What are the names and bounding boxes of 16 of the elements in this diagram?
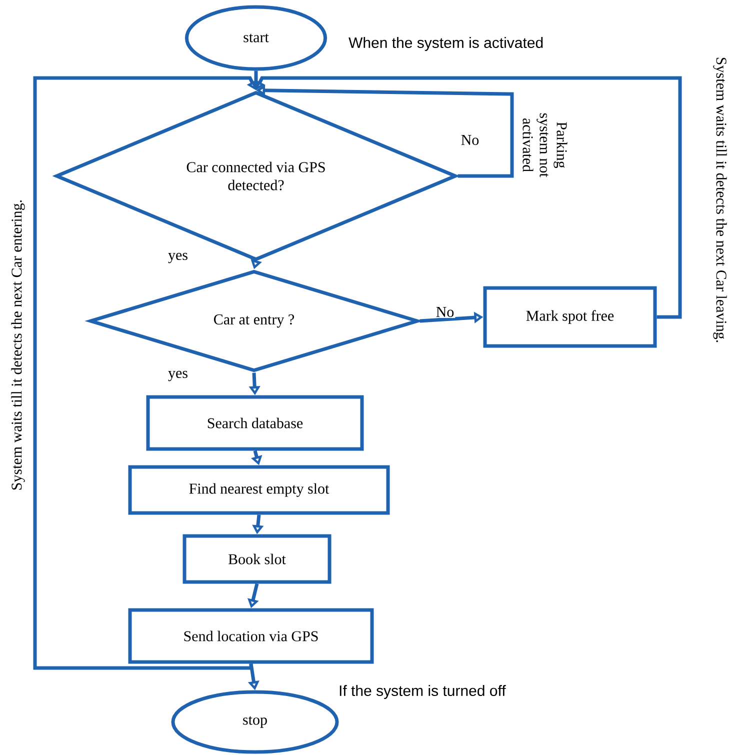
process-box: Find nearest empty slot — [128, 465, 390, 515]
note-text: If the system is turned off — [340, 685, 506, 699]
arrow — [254, 76, 682, 319]
edge-label: No — [460, 134, 480, 146]
process-box: Send location via GPS — [128, 608, 374, 664]
edge-label: No — [434, 306, 456, 318]
process-box: Book slot — [182, 534, 332, 584]
edge-label: yes — [167, 252, 189, 264]
note-text: When the system is activated — [348, 37, 543, 51]
rotated-note: Parking system not activated — [522, 113, 568, 178]
process-box: Mark spot free — [483, 286, 657, 348]
rotated-note: System waits till it detects the next Car leaving. — [713, 58, 727, 342]
edge-label: yes — [167, 370, 189, 382]
arrow — [33, 76, 258, 670]
rotated-note: System waits till it detects the next Car entering. — [11, 200, 25, 490]
process-box: Search database — [146, 395, 364, 451]
